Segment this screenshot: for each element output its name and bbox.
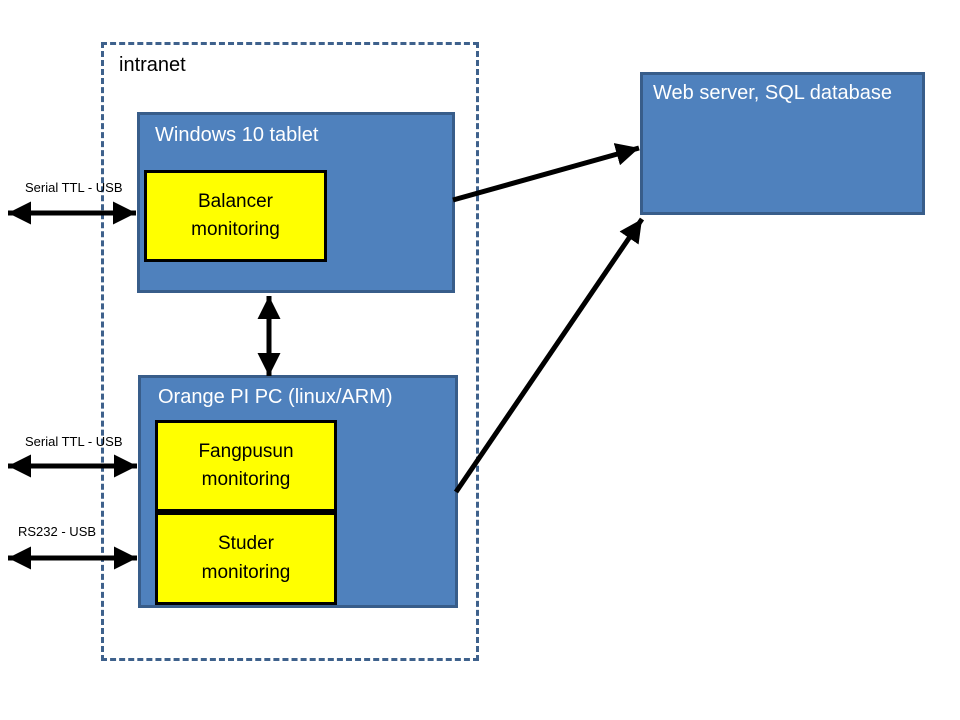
balancer-monitoring-module: Balancer monitoring [144, 170, 327, 262]
orangepi-to-server-arrow [453, 217, 645, 494]
orangepi-title: Orange PI PC (linux/ARM) [158, 386, 393, 408]
web-server-title: Web server, SQL database [653, 82, 893, 104]
web-server-node: Web server, SQL database [640, 72, 925, 215]
studer-monitoring-module: Studer monitoring [155, 512, 337, 605]
fangpusun-monitoring-module: Fangpusun monitoring [155, 420, 337, 512]
serial-ttl-tablet-label: Serial TTL - USB [25, 180, 123, 195]
rs232-orangepi-label: RS232 - USB [18, 524, 97, 539]
tablet-title: Windows 10 tablet [155, 124, 319, 146]
serial-ttl-orangepi-label: Serial TTL - USB [25, 434, 123, 449]
tablet-to-server-arrow [452, 143, 640, 203]
intranet-label: intranet [119, 54, 186, 76]
